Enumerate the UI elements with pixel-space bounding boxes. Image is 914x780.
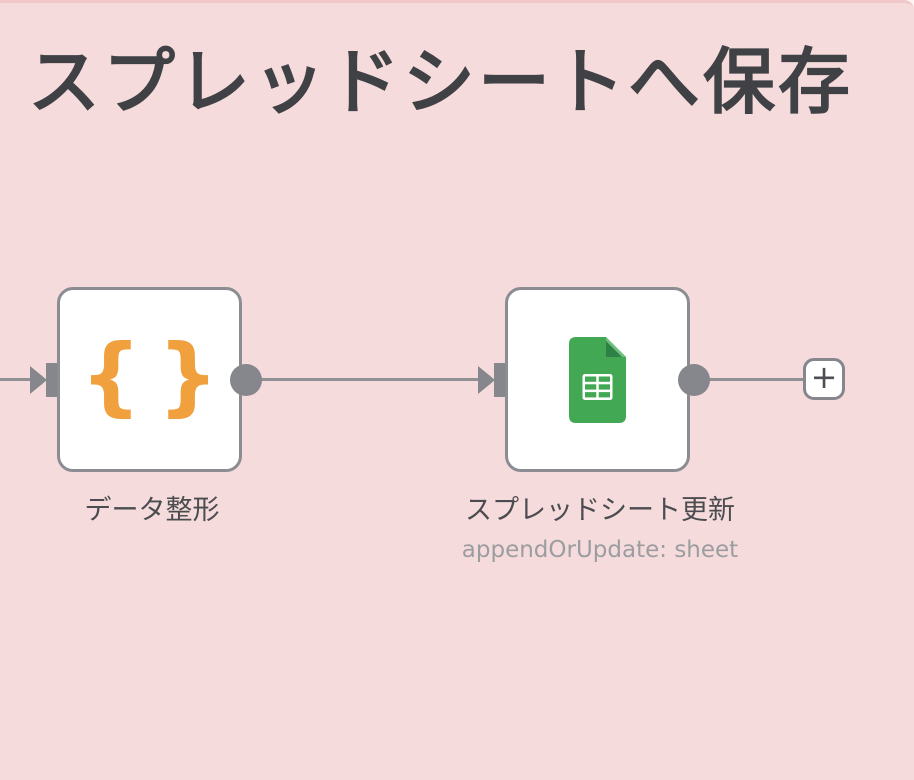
node-label-sheets: スプレッドシート更新 [465, 495, 735, 526]
input-arrow-icon [478, 366, 495, 394]
google-sheets-icon [569, 336, 626, 423]
curly-braces-icon: {} [80, 325, 235, 426]
connection-incoming[interactable] [0, 378, 33, 381]
node-output-port-set[interactable] [230, 364, 262, 396]
add-node-button[interactable]: + [803, 358, 845, 400]
plus-icon: + [810, 358, 838, 396]
node-google-sheets[interactable] [505, 287, 690, 472]
node-label-set: データ整形 [84, 495, 220, 526]
connection-sheets-to-add[interactable] [708, 378, 804, 381]
node-set[interactable]: {} [57, 287, 242, 472]
workflow-canvas[interactable]: {} データ整形 スプレッドシート更新 appendOrUpdate: shee… [0, 0, 914, 732]
node-output-port-sheets[interactable] [678, 364, 710, 396]
connection-set-to-sheets[interactable] [260, 378, 482, 381]
sticky-note-title: スプレッドシートへ保存 [28, 40, 854, 124]
input-arrow-icon [30, 366, 47, 394]
node-subtitle-sheets: appendOrUpdate: sheet [461, 537, 739, 563]
